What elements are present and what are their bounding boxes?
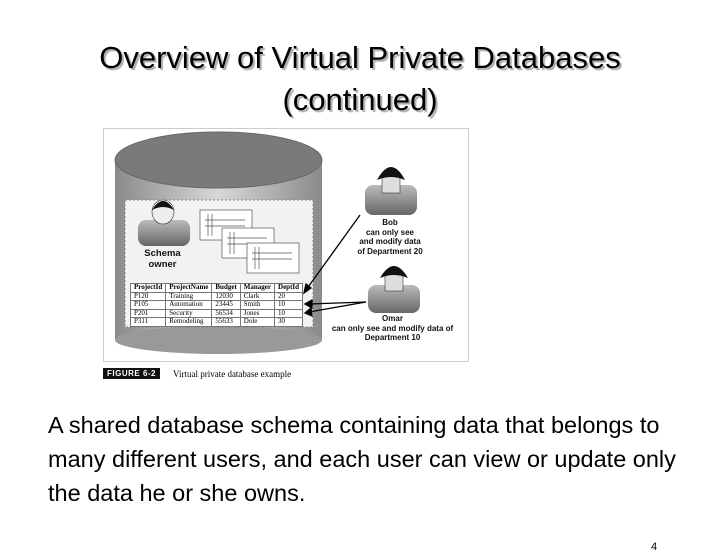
bob-person-icon <box>365 167 417 215</box>
bob-name: Bob <box>382 218 398 227</box>
cell: Automation <box>165 300 213 310</box>
figure-caption: Virtual private database example <box>173 369 292 379</box>
cell: Remodeling <box>165 317 213 327</box>
cell: Smith <box>239 300 276 310</box>
cell: 23445 <box>211 300 241 310</box>
col-header: Manager <box>239 283 276 293</box>
omar-desc: can only see and modify data of <box>331 323 454 333</box>
access-arrows <box>302 214 367 318</box>
omar-person-icon <box>368 266 420 313</box>
col-header: ProjectName <box>165 283 213 293</box>
bob-desc: of Department 20 <box>357 246 423 256</box>
cell: P311 <box>129 317 167 327</box>
schema-owner-label: Schema owner <box>144 248 181 270</box>
cell: 30 <box>274 317 304 327</box>
col-header: DeptId <box>274 283 304 293</box>
omar-desc: Department 10 <box>364 333 421 342</box>
col-header: Budget <box>211 283 241 293</box>
slide-title-line2: (continued) <box>282 82 438 117</box>
project-table: ProjectId ProjectName Budget Manager Dep… <box>129 283 304 327</box>
bob-label: Bob can only see and modify data of Depa… <box>340 218 440 256</box>
table-sheets-icon <box>199 209 300 274</box>
body-text: A shared database schema containing data… <box>48 412 676 506</box>
bob-desc: can only see <box>365 227 415 237</box>
table-header-row: ProjectId ProjectName Budget Manager Dep… <box>129 283 304 293</box>
figure-number: FIGURE 6-2 <box>103 368 161 379</box>
bob-desc: and modify data <box>359 237 421 246</box>
schema-owner-person-icon <box>138 199 190 246</box>
col-header: ProjectId <box>129 283 167 293</box>
cell: P105 <box>129 300 167 310</box>
cell: Dole <box>239 317 276 327</box>
slide-title-line1: Overview of Virtual Private Databases <box>99 40 621 75</box>
page-number: 4 <box>651 541 658 553</box>
omar-name: Omar <box>382 314 403 323</box>
cell: 55633 <box>211 317 241 327</box>
cell: 10 <box>274 300 304 310</box>
omar-label: Omar can only see and modify data of Dep… <box>325 314 460 343</box>
